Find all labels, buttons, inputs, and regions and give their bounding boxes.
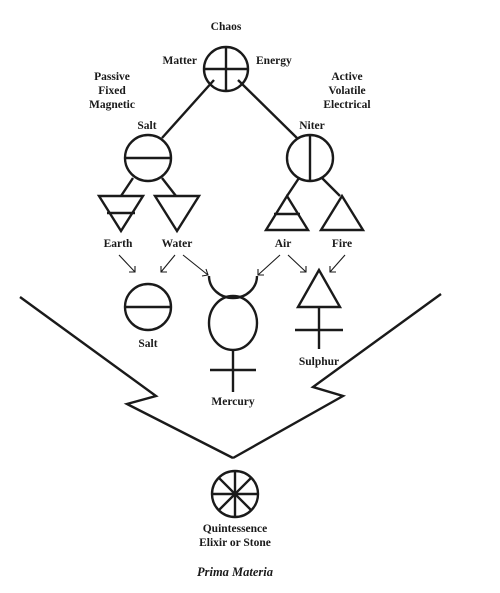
triangle-up-barred-icon	[263, 193, 311, 232]
label-fixed: Fixed	[98, 85, 126, 97]
label-sulphur: Sulphur	[299, 356, 339, 368]
label-water: Water	[162, 238, 193, 250]
arrow-earth-to-salt	[118, 254, 136, 273]
label-matter: Matter	[163, 55, 197, 67]
triangle-up-icon	[318, 193, 366, 232]
label-magnetic: Magnetic	[89, 99, 135, 111]
connector-chaos-niter	[237, 79, 298, 139]
circle-horizontal-bar-icon	[123, 133, 173, 183]
arrow-air-to-sulphur	[287, 254, 307, 273]
label-niter: Niter	[299, 120, 325, 132]
label-energy: Energy	[256, 55, 292, 67]
mercury-icon	[207, 275, 259, 392]
label-salt-top: Salt	[137, 120, 156, 132]
label-earth: Earth	[104, 238, 133, 250]
connector-salt-earth	[120, 177, 134, 197]
circle-vertical-bar-icon	[285, 133, 335, 183]
circle-quartered-icon	[202, 45, 250, 93]
converging-arrow-right	[232, 293, 442, 460]
eight-spoked-wheel-icon	[210, 469, 260, 519]
label-fire: Fire	[332, 238, 352, 250]
connector-salt-water	[161, 177, 177, 197]
sulphur-icon	[295, 267, 343, 349]
converging-arrow-left	[19, 296, 234, 460]
label-mercury: Mercury	[211, 396, 254, 408]
salt-symbol-icon	[123, 282, 173, 332]
connector-niter-fire	[321, 177, 341, 197]
label-passive: Passive	[94, 71, 130, 83]
triangle-down-barred-icon	[96, 194, 146, 234]
arrow-air-to-mercury	[257, 254, 281, 276]
label-volatile: Volatile	[328, 85, 365, 97]
triangle-down-icon	[152, 194, 202, 234]
label-elixir-or-stone: Elixir or Stone	[199, 537, 271, 549]
arrow-water-to-mercury	[182, 254, 209, 277]
connector-niter-air	[286, 177, 300, 197]
connector-chaos-salt	[161, 79, 215, 139]
label-air: Air	[275, 238, 292, 250]
arrow-water-to-salt	[160, 254, 176, 273]
caption-prima-materia: Prima Materia	[197, 565, 273, 579]
label-quintessence: Quintessence	[203, 523, 268, 535]
label-active: Active	[331, 71, 362, 83]
label-electrical: Electrical	[323, 99, 370, 111]
label-salt-bottom: Salt	[138, 338, 157, 350]
label-chaos: Chaos	[211, 21, 242, 33]
arrow-fire-to-sulphur	[329, 254, 346, 273]
